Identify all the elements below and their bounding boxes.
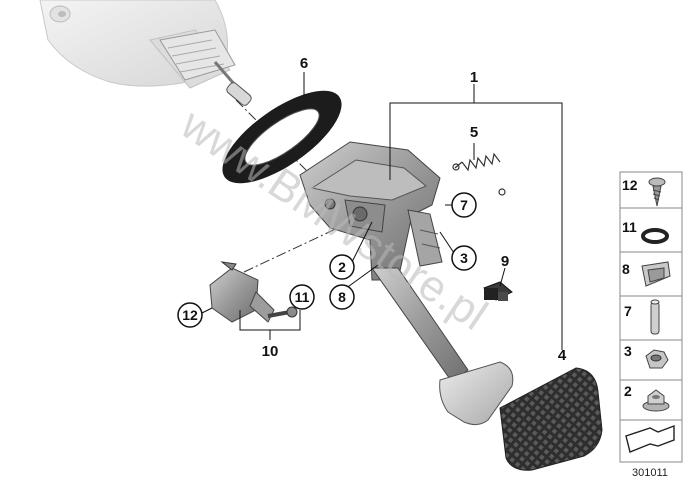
svg-text:6: 6 <box>300 55 308 72</box>
pedal-bracket <box>299 141 443 281</box>
pedal-pad-rubber <box>499 367 603 471</box>
screw-icon <box>648 177 666 207</box>
svg-text:10: 10 <box>262 343 279 360</box>
svg-text:2: 2 <box>338 259 346 275</box>
svg-text:3: 3 <box>460 250 468 266</box>
svg-text:7: 7 <box>624 303 632 319</box>
brake-pedal-arm <box>371 267 514 426</box>
parts-list-row: 8 <box>622 261 671 287</box>
arrow-icon <box>625 424 675 453</box>
svg-text:11: 11 <box>622 219 637 235</box>
pin-icon <box>650 299 660 335</box>
push-rod <box>159 29 252 106</box>
parts-list-row: 2 <box>624 383 670 412</box>
svg-text:5: 5 <box>470 124 478 141</box>
svg-text:4: 4 <box>558 347 567 364</box>
callout-6: 6 <box>300 55 308 72</box>
svg-text:1: 1 <box>470 69 478 86</box>
brake-light-switch <box>483 281 513 301</box>
callout-1: 1 <box>470 69 478 86</box>
svg-text:9: 9 <box>501 253 509 270</box>
svg-text:12: 12 <box>622 177 638 193</box>
svg-text:7: 7 <box>460 197 468 213</box>
callout-5: 5 <box>470 124 478 141</box>
leader-lines <box>197 72 563 350</box>
callout-11: 11 <box>289 284 315 310</box>
parts-list-panel: 12 11 8 7 <box>619 171 683 463</box>
hex-nut-icon <box>645 349 669 369</box>
parts-list-row: 12 <box>622 177 666 207</box>
parts-list-row: 3 <box>624 343 669 369</box>
callout-2: 2 <box>329 254 355 280</box>
callout-12: 12 <box>177 302 203 328</box>
flange-nut-icon <box>642 389 670 412</box>
callout-9: 9 <box>501 253 509 270</box>
callout-7: 7 <box>451 192 477 218</box>
diagram-code: 301011 <box>632 467 668 479</box>
svg-text:12: 12 <box>182 307 198 323</box>
callout-4: 4 <box>558 347 567 364</box>
clip-icon <box>641 261 671 287</box>
svg-text:2: 2 <box>624 383 632 399</box>
parts-list-row: 11 <box>622 219 669 244</box>
svg-text:8: 8 <box>622 261 630 277</box>
svg-text:11: 11 <box>295 289 310 305</box>
callout-8: 8 <box>329 284 355 310</box>
callout-3: 3 <box>451 245 477 271</box>
svg-text:3: 3 <box>624 343 632 359</box>
return-spring <box>452 152 506 196</box>
gasket-ring <box>222 90 342 184</box>
pedal-sensor <box>209 261 298 323</box>
callout-10: 10 <box>262 343 279 360</box>
svg-text:8: 8 <box>338 289 346 305</box>
o-ring-icon <box>641 228 669 244</box>
parts-list-row: 7 <box>624 299 660 335</box>
